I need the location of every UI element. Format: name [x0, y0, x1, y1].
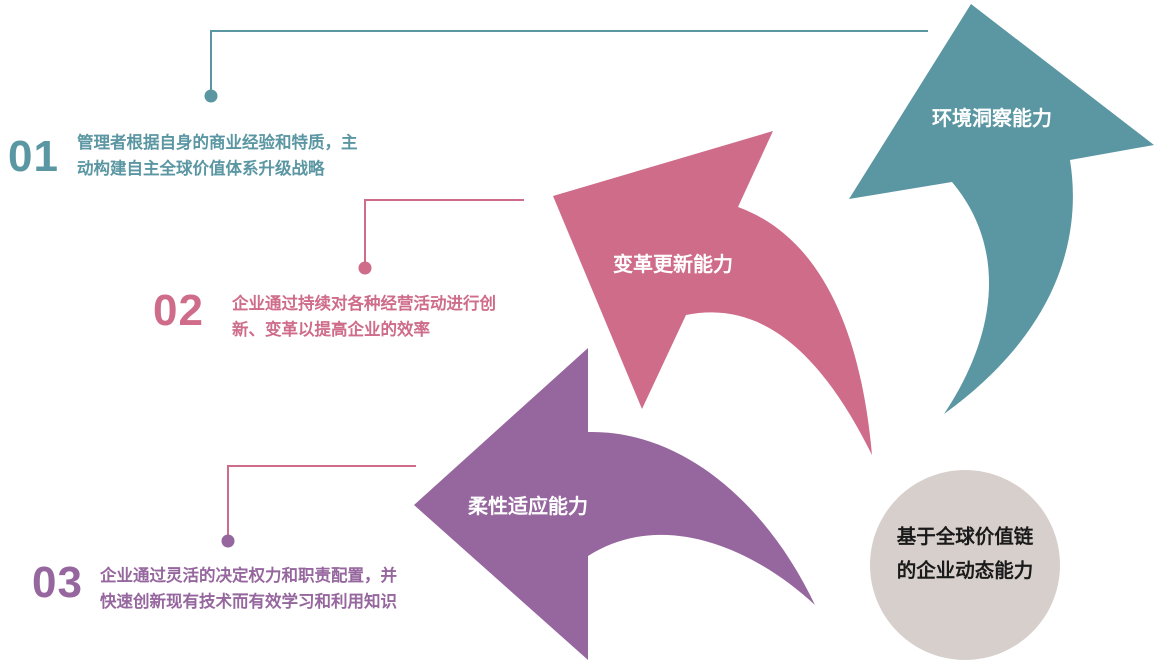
center-label-line2: 的企业动态能力	[896, 559, 1034, 582]
item-description-02-line2: 新、变革以提高企业的效率	[232, 320, 430, 339]
connector-03	[221, 465, 416, 548]
arrow-label-environment-insight: 环境洞察能力	[932, 106, 1052, 130]
arrow-label-flexible-adaptation: 柔性适应能力	[468, 494, 588, 518]
arrow-label-transformation-renewal: 变革更新能力	[613, 252, 733, 276]
connector-01	[204, 30, 928, 103]
arrow-transformation-renewal	[553, 131, 872, 455]
item-number-02: 02	[153, 286, 204, 335]
center-label-line1: 基于全球价值链	[896, 525, 1034, 548]
item-description-03-line2: 快速创新现有技术而有效学习和利用知识	[100, 592, 397, 611]
connector-line-02	[364, 199, 524, 268]
center-circle	[870, 470, 1060, 660]
item-description-01: 管理者根据自身的商业经验和特质，主 动构建自主全球价值体系升级战略	[77, 130, 358, 182]
item-number-01: 01	[8, 132, 59, 181]
item-description-03: 企业通过灵活的决定权力和职责配置，并 快速创新现有技术而有效学习和利用知识	[100, 563, 397, 615]
item-description-02-line1: 企业通过持续对各种经营活动进行创	[232, 294, 496, 313]
connector-dot-01	[204, 89, 218, 103]
item-number-03: 03	[32, 558, 83, 607]
connector-line-01	[210, 30, 928, 96]
item-description-02: 企业通过持续对各种经营活动进行创 新、变革以提高企业的效率	[232, 291, 496, 343]
connector-02	[358, 199, 524, 275]
item-description-01-line2: 动构建自主全球价值体系升级战略	[77, 159, 325, 178]
connector-dot-03	[221, 534, 235, 548]
connector-dot-02	[358, 261, 372, 275]
item-description-01-line1: 管理者根据自身的商业经验和特质，主	[77, 133, 358, 152]
center-label: 基于全球价值链 的企业动态能力	[875, 520, 1055, 588]
connector-line-03	[227, 465, 416, 541]
arrow-environment-insight	[849, 4, 1154, 414]
arrow-flexible-adaptation	[414, 348, 815, 660]
item-description-03-line1: 企业通过灵活的决定权力和职责配置，并	[100, 566, 397, 585]
